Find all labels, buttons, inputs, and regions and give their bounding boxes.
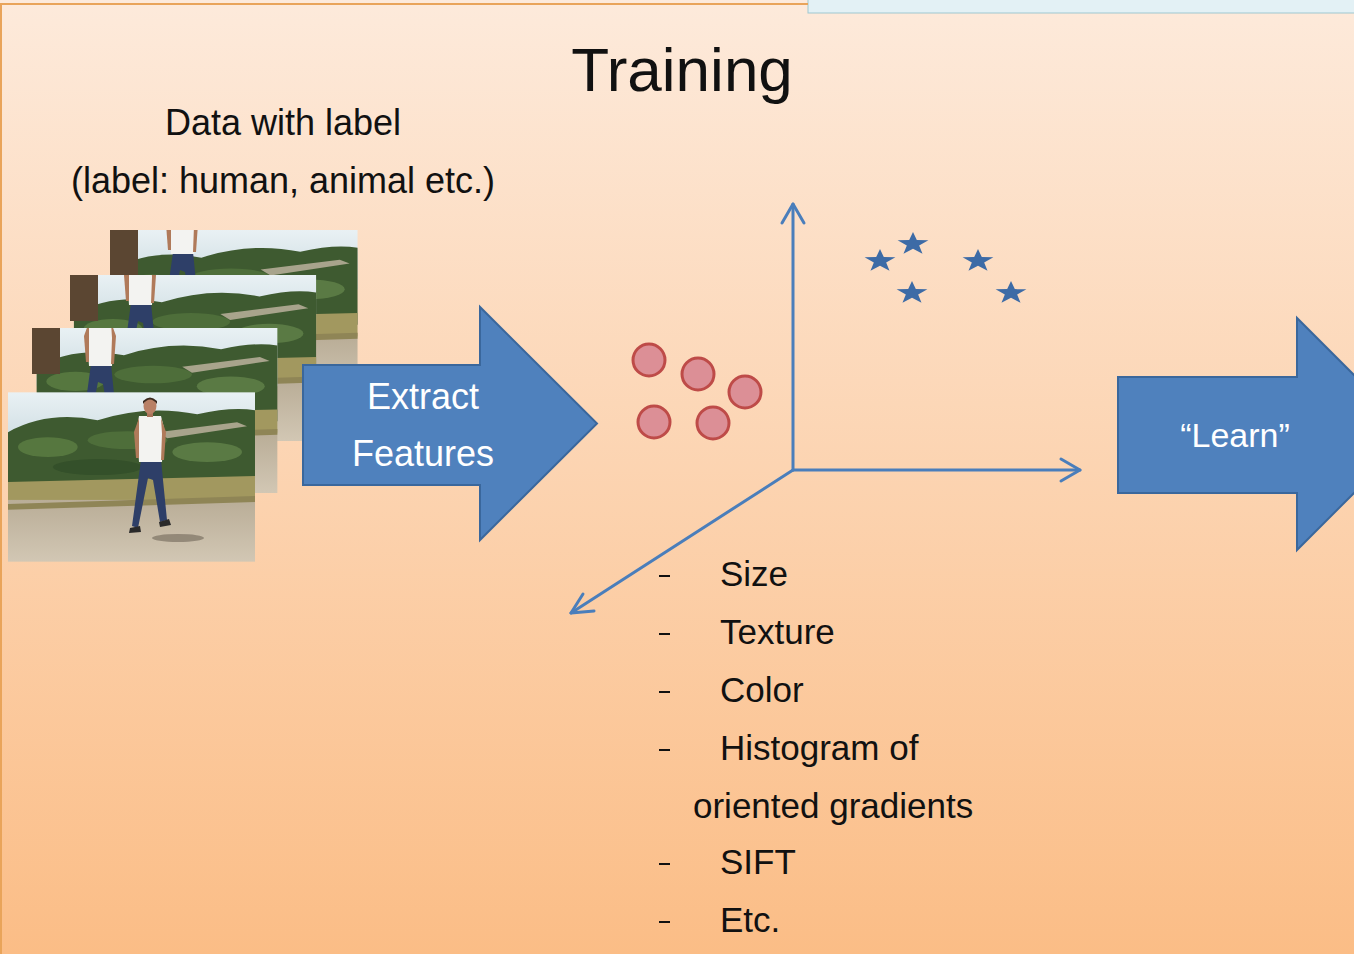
axis-line (793, 469, 1080, 472)
block-arrow-text-area: “Learn” (1140, 377, 1330, 493)
star-sample (898, 232, 929, 254)
list-dash (659, 575, 670, 577)
photo-shadow (152, 534, 204, 542)
photo-person (129, 398, 171, 534)
slide-title: Training (571, 33, 793, 107)
list-dash (659, 691, 670, 693)
circle-sample (729, 376, 761, 408)
photo-wall (110, 230, 138, 276)
slide-border (1, 4, 808, 954)
axis-line (792, 204, 795, 470)
axis-head (1061, 459, 1080, 481)
photo-scene (8, 392, 255, 561)
axis-head (571, 594, 594, 613)
block-arrow-text-area: Extract Features (313, 365, 533, 485)
feature-item: Texture (720, 603, 835, 661)
block-arrow-label: Extract Features (313, 368, 533, 482)
star-sample (865, 249, 896, 271)
block-arrow-outline (303, 307, 597, 540)
star-cluster (865, 232, 1027, 303)
list-dash (659, 863, 670, 865)
photo-wall (70, 275, 98, 321)
feature-item: SIFT (720, 833, 796, 891)
axis-head (782, 204, 804, 223)
list-dash (659, 749, 670, 751)
star-sample (963, 249, 994, 271)
block-arrow: “Learn” (1118, 318, 1354, 550)
feature-axes (571, 204, 1080, 613)
star-sample (897, 281, 928, 303)
circle-sample (638, 406, 670, 438)
block-arrow-outline (1118, 318, 1354, 550)
list-dash (659, 921, 670, 923)
photo-frame (8, 392, 255, 561)
circle-sample (697, 407, 729, 439)
axis-line (571, 470, 793, 613)
list-dash (659, 633, 670, 635)
block-arrow-label: “Learn” (1140, 410, 1330, 460)
feature-item: Histogram of oriented gradients (693, 719, 1038, 835)
feature-item: Size (720, 545, 788, 603)
feature-item: Color (720, 661, 804, 719)
block-arrow: Extract Features (303, 307, 597, 540)
data-caption: Data with label (165, 94, 401, 152)
circle-sample (633, 344, 665, 376)
block-arrow-shape (303, 307, 597, 540)
circle-sample (682, 358, 714, 390)
data-caption: (label: human, animal etc.) (71, 152, 495, 210)
feature-item: Etc. (720, 891, 780, 949)
neighbour-slide-strip (808, 0, 1354, 13)
star-sample (996, 281, 1027, 303)
photo-wall (32, 328, 60, 374)
circle-cluster (633, 344, 761, 439)
list-bullets (659, 576, 670, 922)
